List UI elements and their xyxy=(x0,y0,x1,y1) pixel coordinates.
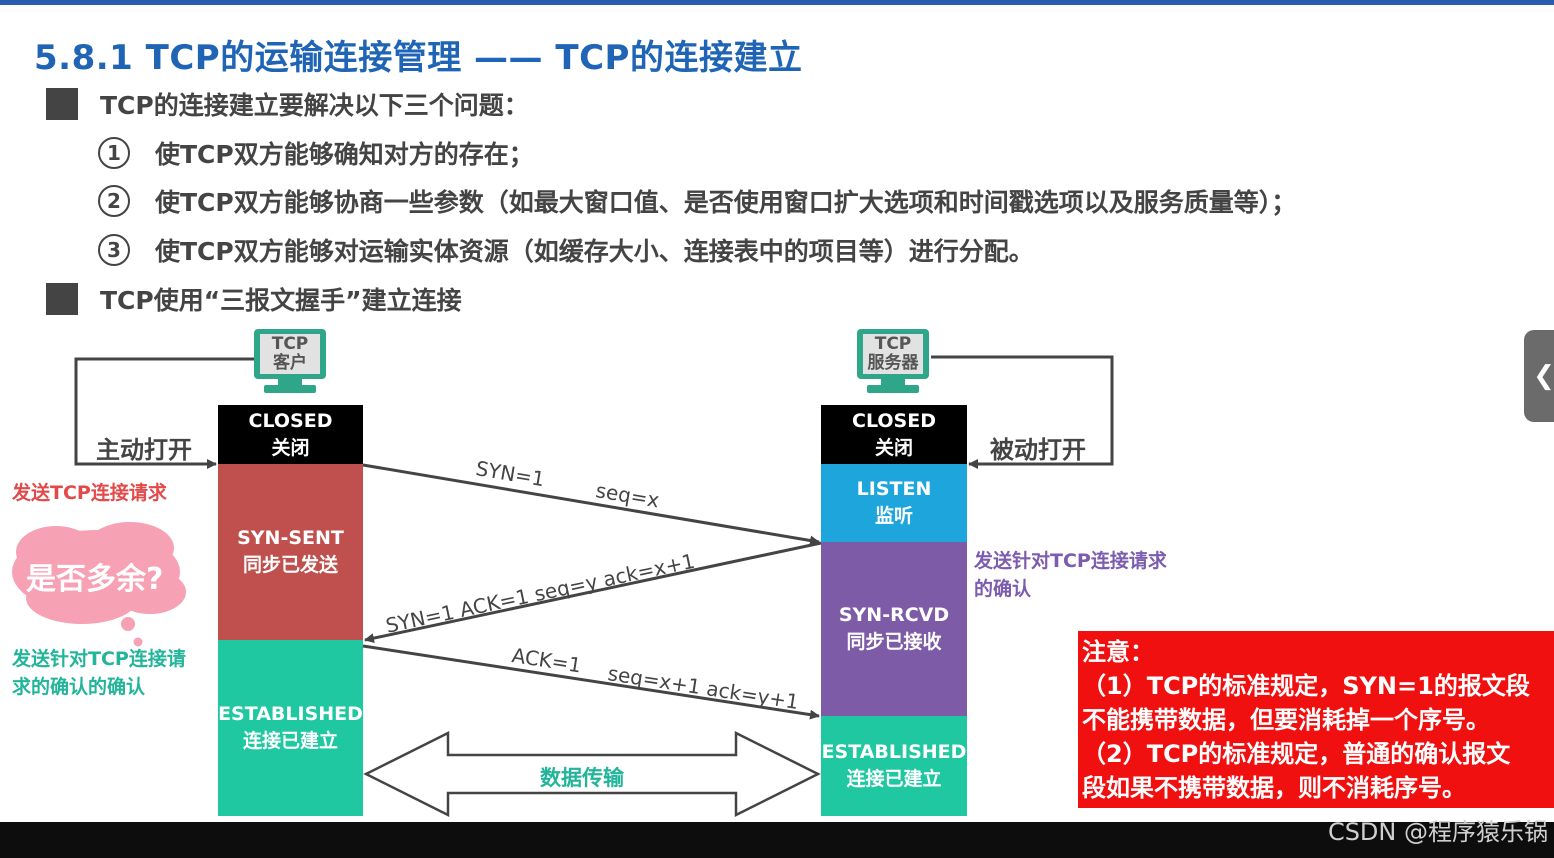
bottom-bar xyxy=(0,822,1554,858)
client-established-block xyxy=(218,640,363,816)
state-en: SYN-RCVD xyxy=(838,604,950,626)
state-zh: 连接已建立 xyxy=(846,768,942,790)
watermark: CSDN @程序猿乐锅 xyxy=(1327,818,1548,846)
server-line1: TCP xyxy=(874,334,912,354)
state-en: CLOSED xyxy=(248,409,333,432)
server-state-established: ESTABLISHED 连接已建立 xyxy=(821,716,967,816)
redundant-question: 是否多余? xyxy=(26,562,164,597)
bullet-text-1: TCP的连接建立要解决以下三个问题： xyxy=(100,91,529,120)
client-syn-sent-block xyxy=(218,464,363,640)
client-state-syn-sent: SYN-SENT 同步已发送 xyxy=(218,464,363,640)
note-line: 发送针对TCP连接请 xyxy=(12,648,186,670)
server-state-listen: LISTEN 监听 xyxy=(821,464,967,542)
state-zh: 连接已建立 xyxy=(242,730,338,752)
bullet-square-icon xyxy=(46,88,78,120)
ack-arrow xyxy=(362,644,820,720)
chevron-left-icon: ❮ xyxy=(1533,361,1554,391)
client-closed-block xyxy=(218,405,363,464)
state-zh: 监听 xyxy=(874,505,913,527)
state-zh: 关闭 xyxy=(874,436,913,459)
server-ack-note: 发送针对TCP连接请求 的确认 xyxy=(974,547,1167,603)
note-line: 发送针对TCP连接请求 xyxy=(974,550,1167,572)
send-request-note: 发送TCP连接请求 xyxy=(12,482,167,504)
passive-open-loop xyxy=(931,355,1114,469)
passive-open-label: 被动打开 xyxy=(990,436,1086,464)
client-state-established: ESTABLISHED 连接已建立 xyxy=(218,640,363,816)
active-open-label: 主动打开 xyxy=(96,436,192,464)
ack-of-ack-note: 发送针对TCP连接请 求的确认的确认 xyxy=(12,645,186,701)
redundant-cloud-icon xyxy=(12,522,186,647)
data-transfer-arrow xyxy=(363,730,821,818)
state-en: CLOSED xyxy=(852,409,936,432)
state-en: SYN-SENT xyxy=(237,527,344,549)
data-transfer-label: 数据传输 xyxy=(540,766,624,790)
warning-line: 段如果不携带数据，则不消耗序号。 xyxy=(1082,774,1466,802)
active-open-loop xyxy=(74,357,254,469)
state-en: LISTEN xyxy=(856,478,932,500)
warning-line: 注意： xyxy=(1082,638,1154,666)
note-line: 的确认 xyxy=(974,578,1032,600)
item-text-2: 使TCP双方能够协商一些参数（如最大窗口值、是否使用窗口扩大选项和时间戳选项以及… xyxy=(155,188,1297,217)
client-icon-label: TCP 客户 xyxy=(260,334,320,374)
warning-box: 注意： （1）TCP的标准规定，SYN=1的报文段 不能携带数据，但要消耗掉一个… xyxy=(1078,631,1554,808)
warning-line: （2）TCP的标准规定，普通的确认报文 xyxy=(1082,740,1511,768)
server-state-closed: CLOSED 关闭 xyxy=(821,405,967,464)
syn-arrow xyxy=(362,463,820,546)
page-title: 5.8.1 TCP的运输连接管理 —— TCP的连接建立 xyxy=(34,38,803,78)
bullet-square-icon xyxy=(46,283,78,315)
server-line2: 服务器 xyxy=(867,353,919,373)
server-established-block xyxy=(821,716,967,816)
note-line: 求的确认的确认 xyxy=(12,676,146,698)
server-state-syn-rcvd: SYN-RCVD 同步已接收 xyxy=(821,542,967,716)
state-en: ESTABLISHED xyxy=(821,741,967,763)
client-computer-icon xyxy=(254,329,326,393)
number-circle-3: 3 xyxy=(98,234,130,266)
item-text-1: 使TCP双方能够确知对方的存在； xyxy=(155,140,534,169)
state-zh: 同步已接收 xyxy=(846,631,942,653)
syn-ack-arrow xyxy=(364,541,822,644)
number-circle-2: 2 xyxy=(98,185,130,217)
warning-line: （1）TCP的标准规定，SYN=1的报文段 xyxy=(1082,672,1530,700)
number-circle-1: 1 xyxy=(98,137,130,169)
collapse-tab-button[interactable]: ❮ xyxy=(1524,330,1554,422)
warning-line: 不能携带数据，但要消耗掉一个序号。 xyxy=(1082,706,1490,734)
bullet-text-2: TCP使用“三报文握手”建立连接 xyxy=(100,286,462,315)
item-text-3: 使TCP双方能够对运输实体资源（如缓存大小、连接表中的项目等）进行分配。 xyxy=(155,237,1034,266)
client-state-closed: CLOSED 关闭 xyxy=(218,405,363,464)
server-icon-label: TCP 服务器 xyxy=(863,334,923,374)
server-listen-block xyxy=(821,464,967,542)
server-computer-icon xyxy=(857,329,929,393)
server-closed-block xyxy=(821,405,967,464)
client-line2: 客户 xyxy=(273,353,307,373)
client-line1: TCP xyxy=(271,334,309,354)
state-zh: 关闭 xyxy=(271,436,310,459)
state-en: ESTABLISHED xyxy=(218,703,363,725)
top-accent-bar xyxy=(0,0,1554,5)
state-zh: 同步已发送 xyxy=(242,554,338,576)
server-syn-rcvd-block xyxy=(821,542,967,716)
